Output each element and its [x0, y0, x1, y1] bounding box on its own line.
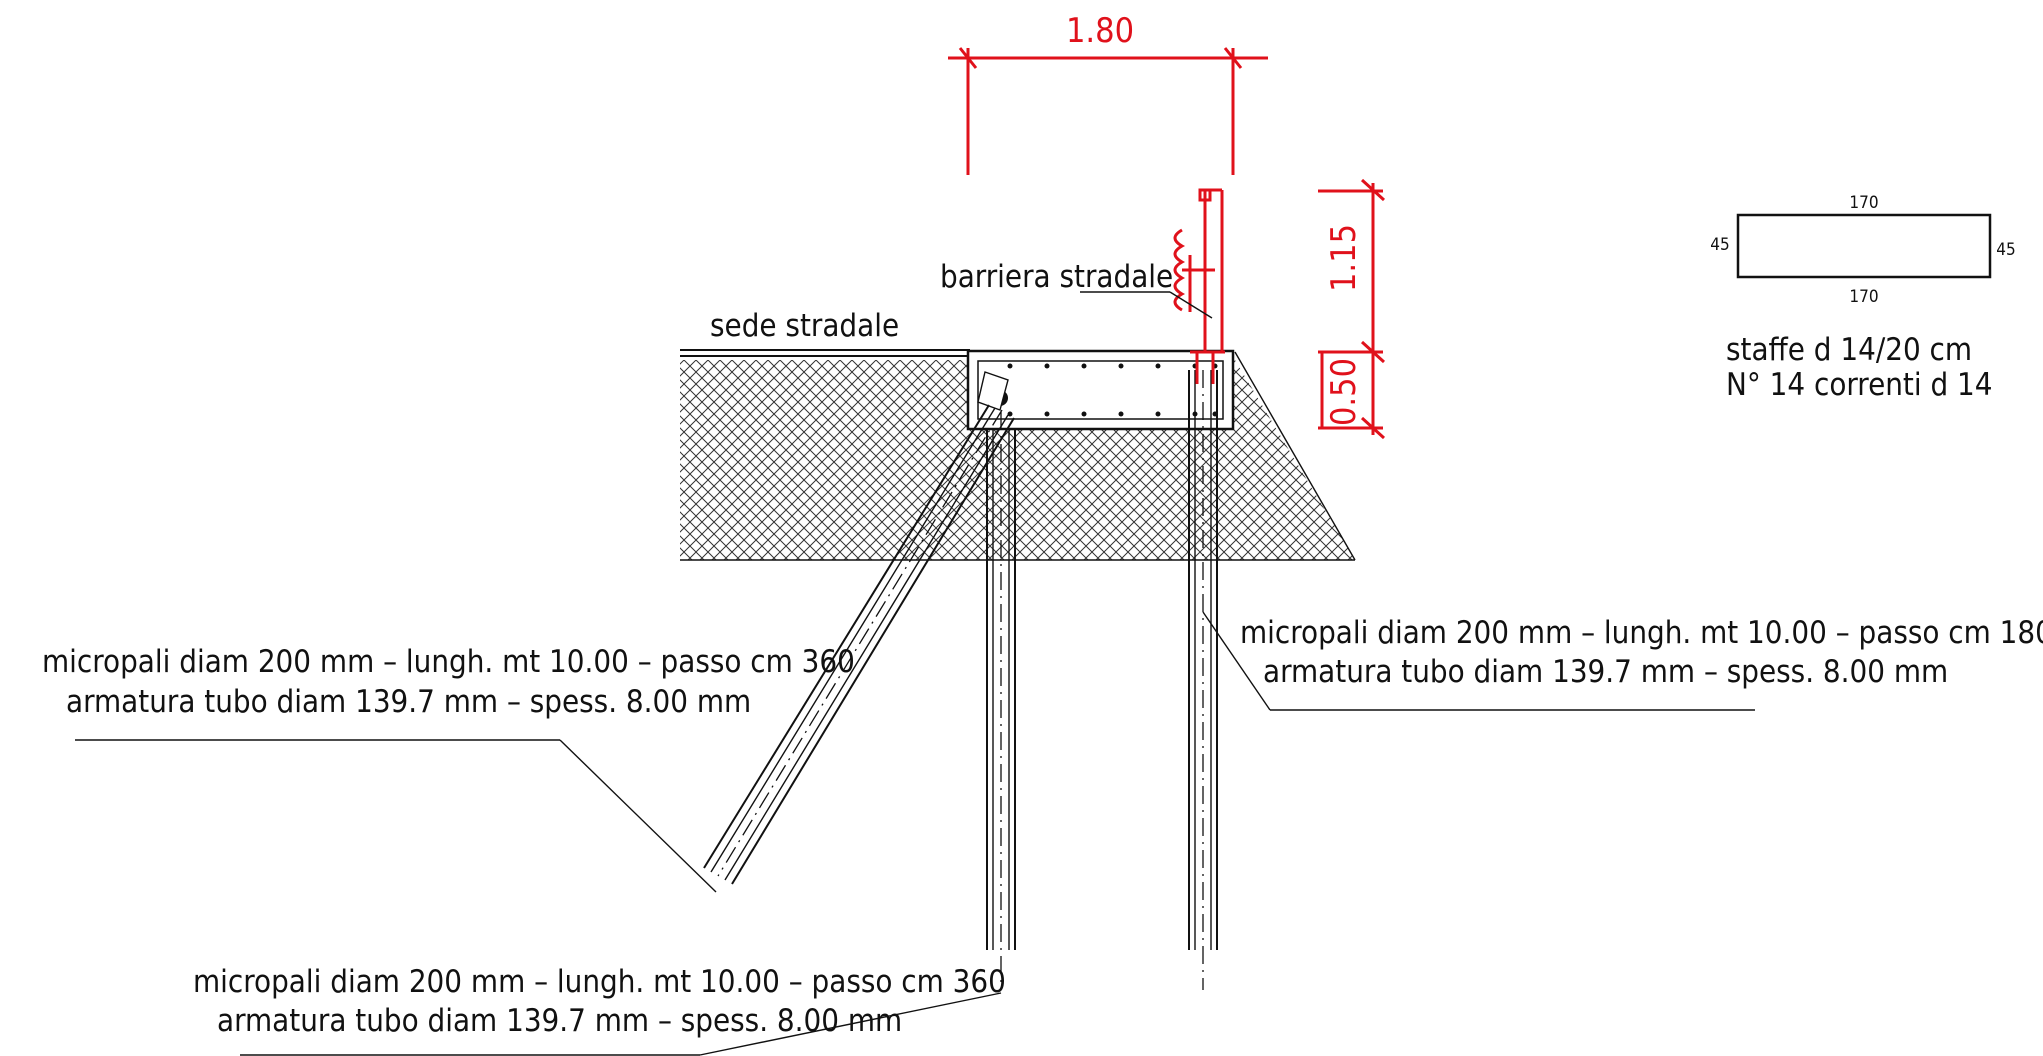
road-label: sede stradale — [710, 308, 899, 344]
stirrup-note-line2: N° 14 correnti d 14 — [1726, 367, 1993, 403]
pile-right-label-line2: armatura tubo diam 139.7 mm – spess. 8.0… — [1263, 654, 1948, 690]
stirrup-top-label: 170 — [1849, 193, 1878, 213]
pile-right-label-line1: micropali diam 200 mm – lungh. mt 10.00 … — [1240, 615, 2043, 651]
vertical-micropile-left — [986, 380, 1016, 990]
inclined-micropile — [703, 371, 1015, 885]
vertical-micropile-right — [1188, 370, 1218, 990]
dimension-beam-height-label: 0.50 — [1324, 358, 1364, 426]
pile-bottom-label-line2: armatura tubo diam 139.7 mm – spess. 8.0… — [217, 1003, 902, 1039]
concrete-beam — [966, 349, 1235, 431]
width-dimension: 1.80 — [948, 11, 1268, 175]
road-barrier — [1173, 188, 1225, 384]
barrier-label: barriera stradale — [940, 259, 1173, 295]
height-dimensions: 1.15 0.50 — [1318, 178, 1386, 440]
pile-left-label-line1: micropali diam 200 mm – lungh. mt 10.00 … — [42, 644, 855, 680]
stirrup-bottom-label: 170 — [1849, 287, 1878, 307]
dimension-width-label: 1.80 — [1066, 11, 1134, 51]
stirrup-right-label: 45 — [1996, 240, 2015, 260]
pile-bottom-label-line1: micropali diam 200 mm – lungh. mt 10.00 … — [193, 964, 1006, 1000]
leader-lines — [75, 291, 1755, 1056]
stirrup-detail: 170 170 45 45 staffe d 14/20 cm N° 14 co… — [1710, 193, 2015, 403]
pile-left-label-line2: armatura tubo diam 139.7 mm – spess. 8.0… — [66, 684, 751, 720]
stirrup-note-line1: staffe d 14/20 cm — [1726, 332, 1972, 368]
road-surface — [680, 349, 970, 357]
dimension-barrier-height-label: 1.15 — [1324, 224, 1364, 292]
stirrup-left-label: 45 — [1710, 235, 1729, 255]
